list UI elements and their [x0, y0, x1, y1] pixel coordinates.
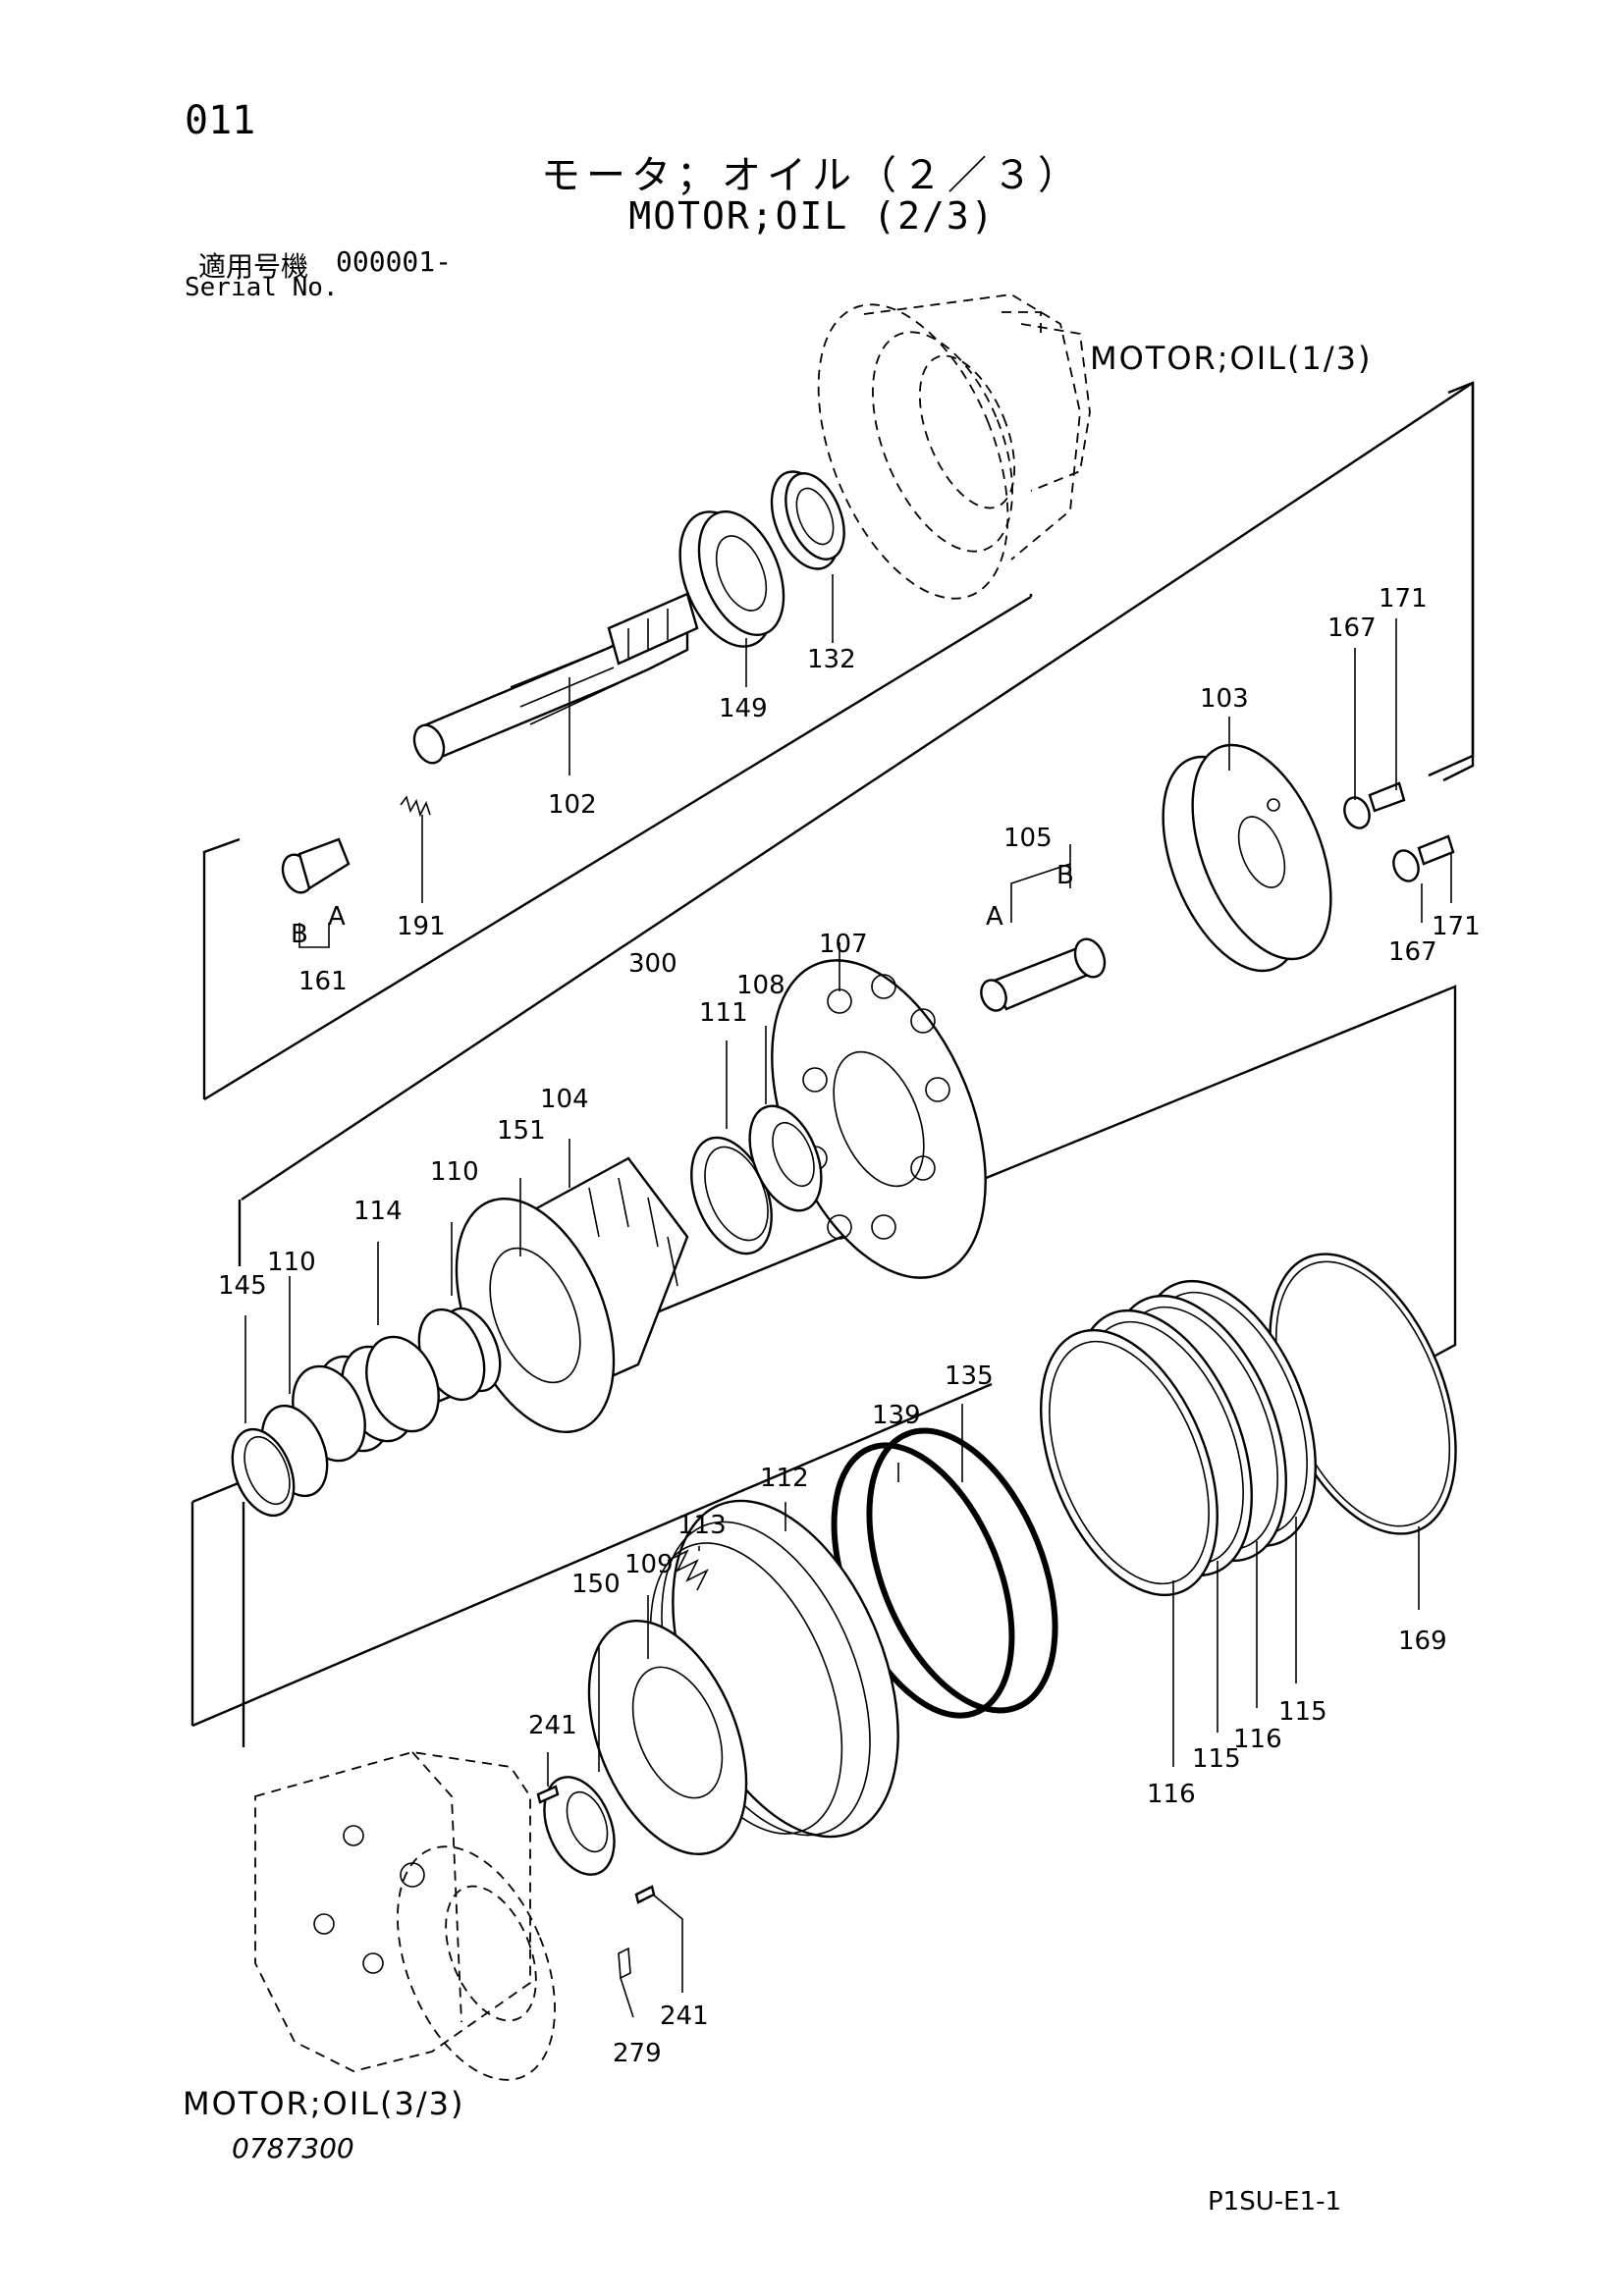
- callout-171-lower: 171: [1432, 912, 1481, 941]
- serial-code: 000001-: [336, 245, 453, 278]
- callout-145: 145: [218, 1271, 267, 1301]
- page-title-english: MOTOR;OIL (2/3): [628, 194, 996, 238]
- callout-115-right: 115: [1278, 1697, 1327, 1727]
- drawing-number: 0787300: [232, 2132, 354, 2164]
- callout-169: 169: [1398, 1627, 1447, 1656]
- part-241-pin-upper[interactable]: [536, 1785, 560, 1804]
- callout-115-left: 115: [1192, 1744, 1241, 1774]
- part-132-seal[interactable]: [759, 462, 856, 579]
- callout-103: 103: [1200, 684, 1249, 714]
- callout-139: 139: [872, 1401, 921, 1430]
- page-title-japanese: モータ；オイル（２／３）: [541, 153, 1083, 198]
- callout-241-lower: 241: [660, 2002, 709, 2031]
- callout-110-upper: 110: [430, 1157, 479, 1187]
- part-109-valve-plate[interactable]: [558, 1598, 777, 1877]
- callout-132: 132: [807, 645, 856, 674]
- serial-label-japanese: 適用号機: [198, 250, 309, 283]
- part-167-pin-lower[interactable]: [1389, 834, 1455, 884]
- part-161-valve[interactable]: [278, 837, 351, 897]
- page-number: 011: [185, 98, 256, 143]
- callout-114: 114: [353, 1197, 403, 1226]
- callout-191: 191: [397, 912, 446, 941]
- part-104-cylinder-block[interactable]: [425, 1156, 689, 1455]
- callouts: 132 149 102 103 167 171 167 171 191 B A …: [218, 584, 1481, 2068]
- reference-motor-oil-1-3[interactable]: MOTOR;OIL(1/3): [1090, 340, 1373, 377]
- part-149-bearing[interactable]: [662, 499, 800, 661]
- callout-113: 113: [677, 1511, 727, 1540]
- callout-109: 109: [624, 1550, 674, 1579]
- part-241-pin-lower[interactable]: [634, 1885, 656, 1904]
- callout-112: 112: [760, 1464, 809, 1493]
- part-111-ring[interactable]: [676, 1126, 786, 1265]
- callout-107: 107: [819, 930, 868, 959]
- callout-151: 151: [497, 1116, 546, 1146]
- callout-300: 300: [628, 949, 677, 979]
- callout-108: 108: [736, 971, 785, 1000]
- callout-116-right: 116: [1233, 1725, 1282, 1754]
- callout-241-upper: 241: [528, 1711, 577, 1740]
- callout-279: 279: [613, 2039, 662, 2068]
- sheet-code: P1SU-E1-1: [1208, 2187, 1342, 2216]
- part-103-plate[interactable]: [1135, 725, 1358, 990]
- callout-167-upper: 167: [1327, 614, 1377, 643]
- callout-104: 104: [540, 1085, 589, 1114]
- housing-reference-bottom: [254, 1751, 556, 2081]
- part-135-o-ring[interactable]: [833, 1404, 1092, 1737]
- callout-161: 161: [298, 967, 348, 996]
- callout-105: 105: [1003, 824, 1053, 853]
- callout-149: 149: [719, 694, 768, 723]
- callout-110-lower: 110: [267, 1248, 316, 1277]
- callout-111: 111: [699, 998, 748, 1028]
- part-105-piston[interactable]: [977, 934, 1110, 1014]
- housing-reference-top: [817, 294, 1091, 600]
- callout-150: 150: [571, 1570, 621, 1599]
- part-114-spring[interactable]: [280, 1326, 453, 1471]
- callout-171-upper: 171: [1379, 584, 1428, 614]
- part-116-disc-b[interactable]: [1005, 1305, 1252, 1621]
- part-191-spring[interactable]: [400, 795, 431, 818]
- callout-b-161: B: [291, 920, 308, 949]
- part-102-shaft[interactable]: [409, 592, 699, 768]
- reference-motor-oil-3-3[interactable]: MOTOR;OIL(3/3): [183, 2085, 465, 2122]
- part-279-plug[interactable]: [618, 1947, 631, 1980]
- callout-b-105: B: [1056, 861, 1074, 890]
- leader-lines: [244, 574, 1452, 2018]
- part-150-bearing[interactable]: [531, 1767, 627, 1885]
- part-145-snap-ring[interactable]: [221, 1420, 305, 1524]
- callout-a-161: A: [328, 902, 346, 932]
- part-108-spline[interactable]: [735, 1095, 835, 1221]
- callout-a-105: A: [986, 902, 1003, 932]
- frame-lines: [190, 381, 1475, 1747]
- callout-135: 135: [945, 1362, 994, 1391]
- part-113-spring[interactable]: [667, 1549, 709, 1591]
- part-167-pin-upper[interactable]: [1340, 781, 1406, 831]
- callout-167-lower: 167: [1388, 937, 1437, 967]
- callout-102: 102: [548, 790, 597, 820]
- serial-label-english: Serial No.: [185, 273, 339, 302]
- callout-116-left: 116: [1147, 1780, 1196, 1809]
